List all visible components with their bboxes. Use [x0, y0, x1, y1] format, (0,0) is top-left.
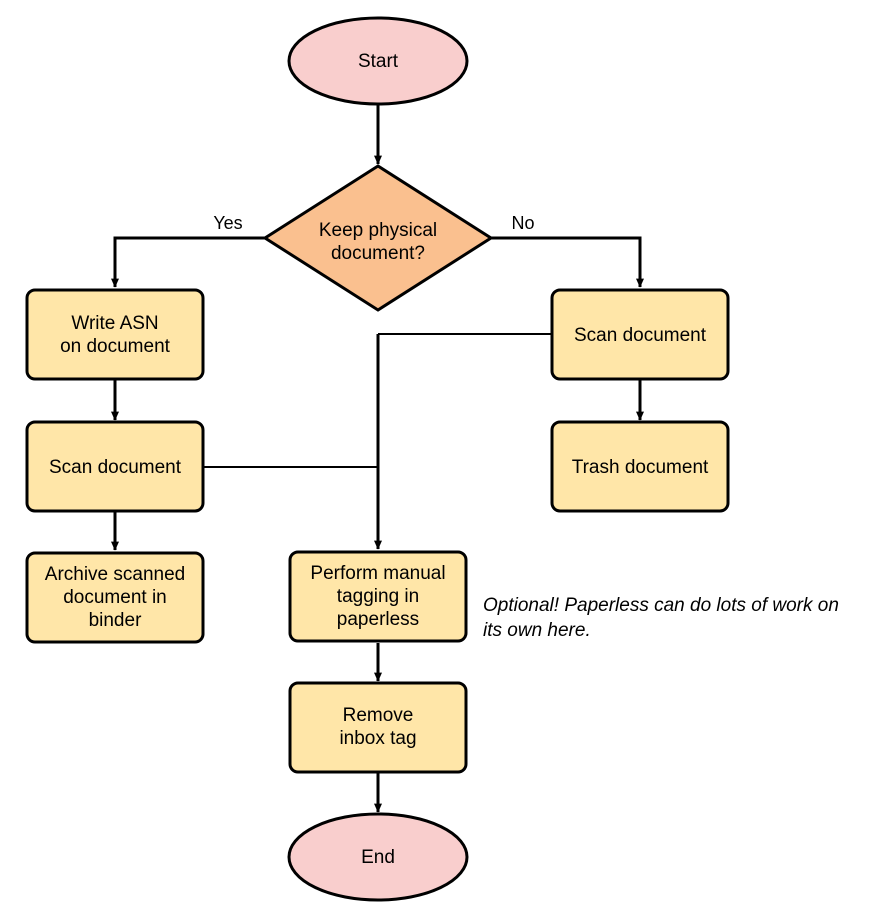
- scan-document-right-box: [550, 288, 730, 381]
- remove-inbox-tag-box: [288, 681, 468, 774]
- edge-label-no: No: [511, 213, 534, 233]
- annotation-optional-note: Optional! Paperless can do lots of work …: [483, 595, 839, 641]
- node-end[interactable]: End: [287, 812, 469, 902]
- node-write-asn-on-document[interactable]: Write ASN on document: [25, 288, 205, 381]
- optional-note-line1: Optional! Paperless can do lots of work …: [483, 595, 839, 616]
- scan-document-left-box: [25, 420, 205, 513]
- remove-inbox-label-line1: Remove: [343, 705, 414, 726]
- edge-label-yes: Yes: [213, 213, 242, 233]
- trash-document-label: Trash document: [572, 457, 709, 478]
- archive-label-line1: Archive scanned: [45, 564, 185, 585]
- decision-diamond: [262, 164, 494, 312]
- scan-document-right-label: Scan document: [574, 325, 707, 346]
- tagging-box: [288, 550, 468, 643]
- node-perform-manual-tagging[interactable]: Perform manual tagging in paperless: [288, 550, 468, 643]
- tagging-label-line1: Perform manual: [310, 563, 445, 584]
- remove-inbox-label-line2: inbox tag: [339, 728, 416, 749]
- node-scan-document-left[interactable]: Scan document: [25, 420, 205, 513]
- write-asn-label-line1: Write ASN: [71, 313, 158, 334]
- node-trash-document[interactable]: Trash document: [550, 420, 730, 513]
- decision-label-line1: Keep physical: [319, 220, 437, 241]
- scan-document-left-label: Scan document: [49, 457, 182, 478]
- edge-decision-to-scan-right: [491, 236, 644, 288]
- archive-label-line2: document in: [63, 587, 167, 608]
- optional-note-line2: its own here.: [483, 620, 591, 641]
- write-asn-box: [25, 288, 205, 381]
- trash-document-box: [550, 420, 730, 513]
- write-asn-label-line2: on document: [60, 336, 171, 357]
- end-label: End: [361, 847, 395, 868]
- decision-label-line2: document?: [331, 243, 425, 264]
- tagging-label-line2: tagging in: [337, 586, 419, 607]
- edge-decision-to-write-asn: [111, 236, 265, 288]
- end-ellipse: [287, 812, 469, 902]
- start-ellipse: [287, 16, 469, 106]
- node-archive-scanned-document-in-binder[interactable]: Archive scanned document in binder: [25, 551, 205, 644]
- node-decision-keep-physical-document[interactable]: Keep physical document?: [262, 164, 494, 312]
- archive-label-line3: binder: [89, 610, 142, 631]
- start-label: Start: [358, 51, 399, 72]
- archive-box: [25, 551, 205, 644]
- node-scan-document-right[interactable]: Scan document: [550, 288, 730, 381]
- tagging-label-line3: paperless: [337, 609, 419, 630]
- node-remove-inbox-tag[interactable]: Remove inbox tag: [288, 681, 468, 774]
- node-start[interactable]: Start: [287, 16, 469, 106]
